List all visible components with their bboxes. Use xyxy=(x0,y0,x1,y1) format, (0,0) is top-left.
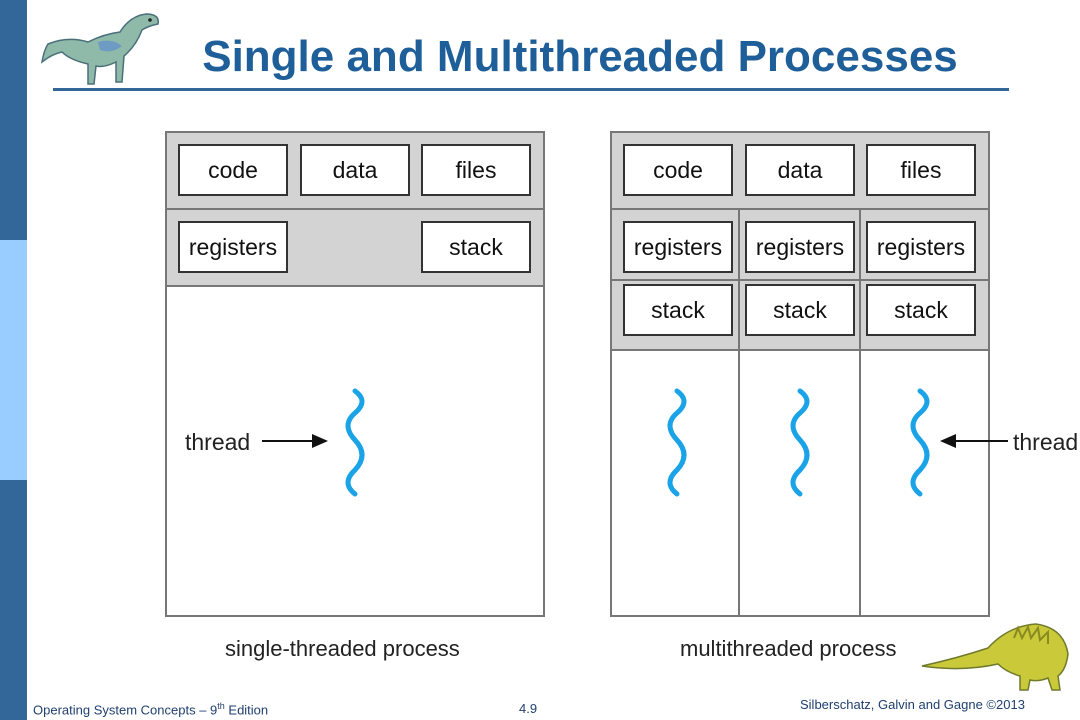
single-thread-wave-icon xyxy=(345,388,365,497)
single-registers-box: registers xyxy=(178,221,288,273)
multi-thread-label: thread xyxy=(1013,429,1079,455)
multi-divider-3 xyxy=(612,349,988,351)
single-caption: single-threaded process xyxy=(225,636,460,661)
footer-book-title: Operating System Concepts – 9th Edition xyxy=(33,701,268,717)
multi-files-box: files xyxy=(866,144,976,196)
multi-thread-wave-icon-2 xyxy=(790,388,810,497)
multi-divider-2 xyxy=(612,279,988,281)
title-underline xyxy=(53,88,1009,91)
footer-book-title-sup: th xyxy=(217,701,225,711)
sidebar-band-middle xyxy=(0,240,27,480)
single-divider-2 xyxy=(167,285,543,287)
multi-code-box: code xyxy=(623,144,733,196)
dinosaur-logo-icon xyxy=(40,13,159,85)
multi-stack-box-3: stack xyxy=(866,284,976,336)
multi-stack-box-1: stack xyxy=(623,284,733,336)
multi-registers-box-2: registers xyxy=(745,221,855,273)
multi-column-divider-1 xyxy=(738,208,740,615)
multi-thread-wave-icon-1 xyxy=(667,388,687,497)
footer-book-title-prefix: Operating System Concepts – 9 xyxy=(33,702,218,718)
multi-column-divider-2 xyxy=(859,208,861,615)
single-stack-box: stack xyxy=(421,221,531,273)
multi-caption: multithreaded process xyxy=(680,636,897,661)
single-divider-1 xyxy=(167,208,543,210)
multi-registers-box-1: registers xyxy=(623,221,733,273)
single-files-box: files xyxy=(421,144,531,196)
single-thread-label: thread xyxy=(185,429,251,455)
single-data-box: data xyxy=(300,144,410,196)
multi-divider-1 xyxy=(612,208,988,210)
dinosaur-logo-icon-bottom xyxy=(921,623,1069,691)
slide-title: Single and Multithreaded Processes xyxy=(202,32,958,81)
footer-authors: Silberschatz, Galvin and Gagne ©2013 xyxy=(800,697,1025,712)
multi-stack-box-2: stack xyxy=(745,284,855,336)
multi-thread-wave-icon-3 xyxy=(910,388,930,497)
footer-book-title-suffix: Edition xyxy=(224,702,269,718)
single-thread-arrow-icon xyxy=(262,434,328,448)
multi-thread-arrow-icon xyxy=(940,434,1008,448)
single-code-box: code xyxy=(178,144,288,196)
sidebar-band-bottom xyxy=(0,480,27,720)
sidebar-band-top xyxy=(0,0,27,240)
page-number: 4.9 xyxy=(519,701,538,716)
multi-data-box: data xyxy=(745,144,855,196)
multi-registers-box-3: registers xyxy=(866,221,976,273)
